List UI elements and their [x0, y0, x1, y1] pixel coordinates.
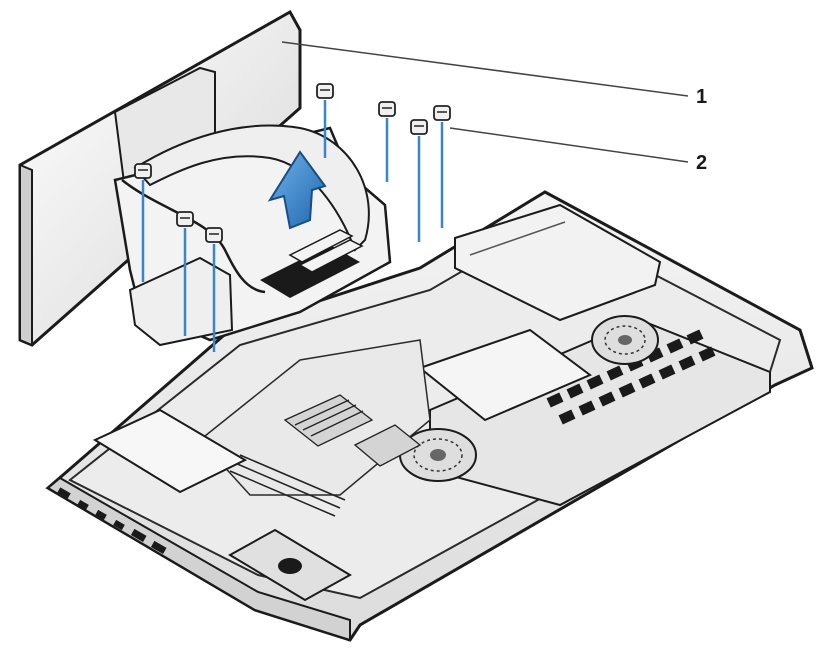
base-front-lip — [46, 476, 351, 642]
callout-1-label: 1 — [696, 86, 707, 108]
optical-drive — [454, 203, 662, 322]
system-fan-upper — [591, 315, 659, 365]
screw-icon — [205, 227, 223, 352]
computer-base — [45, 190, 814, 642]
screw-icon — [176, 211, 194, 336]
system-fan-lower — [399, 428, 477, 482]
speaker-front-left — [228, 528, 352, 602]
memory-slots — [229, 454, 346, 517]
screw-icon — [316, 83, 334, 158]
callout-2-leader — [449, 127, 689, 163]
callout-1-leader — [281, 41, 689, 97]
callout-2-label: 2 — [696, 152, 707, 174]
io-ports-panel — [57, 487, 167, 554]
arrow-up-icon — [267, 150, 327, 230]
screws — [134, 83, 451, 352]
stand-foot — [128, 256, 234, 347]
screw-icon — [378, 101, 396, 182]
drive-seam — [469, 221, 566, 256]
bracket-grille — [260, 229, 364, 298]
screw-icon — [410, 119, 428, 242]
stand-panel-edge — [19, 163, 33, 347]
expansion-board — [92, 408, 248, 494]
heatsink — [283, 394, 422, 467]
cable-wire — [121, 179, 266, 294]
hard-drive-cage — [417, 328, 592, 422]
ribbon-cable — [133, 124, 370, 252]
screw-icon — [433, 105, 451, 228]
screw-icon — [134, 163, 152, 282]
